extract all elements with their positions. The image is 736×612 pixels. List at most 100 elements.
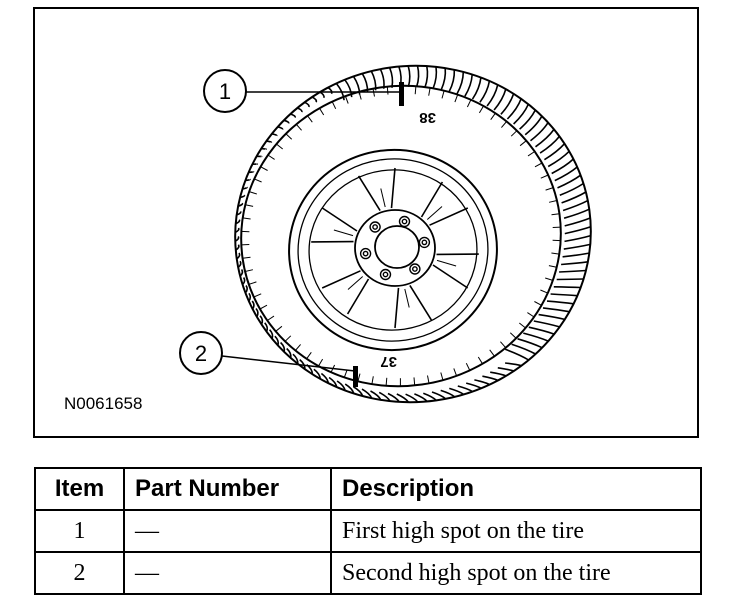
- tread-block: [448, 69, 456, 92]
- tread-block: [239, 268, 244, 277]
- sidewall-mark: [518, 322, 526, 329]
- tread-block: [504, 348, 530, 361]
- spoke-groove: [404, 288, 410, 308]
- sidewall-mark: [509, 332, 517, 339]
- tread-block: [497, 367, 515, 372]
- tread-block: [344, 79, 353, 98]
- tread-block: [242, 186, 248, 190]
- tread-block: [235, 219, 241, 225]
- tread-block: [286, 347, 292, 359]
- tread-block: [561, 191, 587, 204]
- sidewall-mark: [318, 358, 324, 367]
- tread-block: [559, 182, 584, 197]
- sidewall-mark: [489, 349, 495, 357]
- tread-block: [471, 77, 482, 100]
- spoke-edge: [432, 264, 469, 289]
- tread-block: [457, 385, 473, 393]
- lug-nut: [379, 268, 392, 281]
- row-item: 2: [34, 551, 125, 595]
- tread-block: [551, 158, 574, 175]
- sidewall-mark: [358, 91, 362, 100]
- spoke-edge: [409, 284, 433, 321]
- tread-block: [370, 70, 377, 91]
- sidewall-mark: [276, 143, 284, 150]
- tread-block: [234, 235, 240, 242]
- tread-block: [550, 293, 578, 297]
- tread-block: [242, 277, 246, 286]
- sidewall-mark: [331, 101, 337, 110]
- spoke-edge: [394, 287, 400, 329]
- spoke-edge: [429, 207, 469, 226]
- row-description: First high spot on the tire: [330, 509, 702, 553]
- lug-nut-center: [411, 266, 418, 272]
- tread-block: [456, 71, 465, 94]
- sidewall-mark: [534, 162, 543, 168]
- sidewall-mark: [357, 373, 361, 382]
- spoke-groove: [380, 188, 386, 208]
- tread-block: [500, 93, 515, 115]
- tread-block: [564, 217, 591, 227]
- sidewall-mark: [285, 133, 293, 140]
- tread-block: [268, 329, 274, 339]
- spoke-edge: [321, 207, 358, 232]
- tread-block: [530, 122, 549, 142]
- sidewall-mark: [259, 304, 268, 310]
- spoke-edge: [346, 278, 370, 315]
- tread-block: [505, 362, 522, 367]
- high-spot-label-2: 37: [380, 353, 397, 370]
- tread-block: [539, 135, 561, 154]
- tread-block: [244, 285, 248, 294]
- spoke-groove: [426, 206, 443, 220]
- tread-block: [245, 178, 251, 182]
- tread-block: [466, 382, 482, 390]
- tread-block: [440, 68, 447, 91]
- sidewall-mark: [306, 352, 312, 360]
- sidewall-mark: [343, 369, 348, 378]
- tread-block: [562, 199, 589, 212]
- tread-block: [511, 343, 536, 355]
- tread-block: [292, 353, 299, 364]
- tread-block: [482, 375, 499, 382]
- tread-block: [554, 166, 578, 182]
- tread-block: [405, 393, 419, 403]
- tread-block: [519, 109, 537, 130]
- tread-block: [542, 307, 570, 313]
- tread-block: [297, 107, 303, 113]
- tread-block: [486, 84, 499, 107]
- tread-block: [479, 80, 491, 103]
- lug-nut-center: [372, 224, 378, 230]
- tread-block: [327, 86, 333, 95]
- tread-block: [264, 322, 269, 332]
- sidewall-mark: [540, 174, 549, 179]
- tread-block: [237, 260, 242, 269]
- tread-block: [248, 170, 255, 174]
- tread-block: [277, 126, 284, 130]
- sidewall-mark: [510, 130, 518, 137]
- sidewall-mark: [551, 252, 560, 255]
- sidewall-mark: [465, 362, 471, 371]
- lug-nut: [418, 236, 431, 249]
- tread-block: [528, 326, 555, 335]
- tread-block: [361, 388, 373, 399]
- sidewall-mark: [441, 90, 445, 99]
- tread-block: [556, 278, 584, 281]
- row-item: 1: [34, 509, 125, 553]
- sidewall-mark: [527, 312, 535, 318]
- tread-block: [563, 243, 591, 250]
- row-part-number: —: [123, 551, 332, 595]
- callout-2-number: 2: [195, 341, 207, 366]
- sidewall-mark: [267, 154, 275, 160]
- tire-outer-outline: [234, 64, 592, 404]
- spoke-edge: [357, 175, 381, 212]
- tread-block: [396, 393, 410, 403]
- lug-nuts: [359, 215, 431, 281]
- parts-table: Item Part Number Description 1 — First h…: [34, 467, 702, 595]
- tread-block: [370, 390, 382, 401]
- tread-block: [236, 210, 242, 216]
- callout-2: 2 37: [179, 331, 397, 387]
- tread-block: [464, 74, 473, 97]
- tread-block: [379, 68, 385, 89]
- lug-nut: [359, 247, 372, 260]
- tread-block: [440, 389, 456, 398]
- sidewall-mark: [490, 112, 496, 120]
